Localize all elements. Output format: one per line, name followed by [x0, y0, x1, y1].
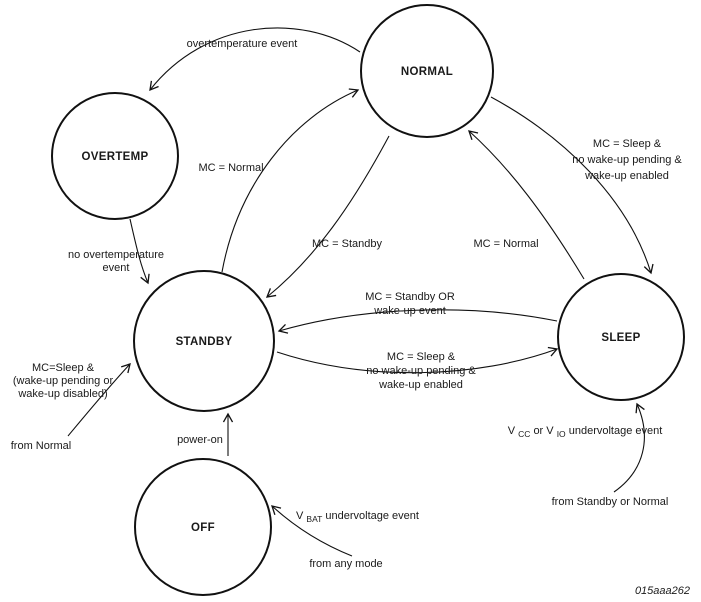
vio-subscript: IO	[557, 429, 566, 439]
vio-suffix: undervoltage event	[569, 425, 663, 437]
edge-normal-to-standby	[265, 135, 390, 298]
edge-label-mc-normal-left: MC = Normal	[198, 162, 263, 174]
figure-caption: 015aaa262	[635, 585, 690, 597]
edge-label-vbat-undervoltage: V BAT undervoltage event	[296, 510, 419, 525]
edge-undervoltage-to-sleep	[613, 402, 645, 493]
vcc-subscript: CC	[518, 429, 530, 439]
edge-label-no-overtemperature-line2: event	[103, 262, 130, 274]
edge-label-mc-normal-right: MC = Normal	[473, 238, 538, 250]
edge-standby-to-sleep	[276, 346, 559, 374]
vcc-prefix: V	[508, 425, 516, 437]
edge-any-mode-to-off	[271, 505, 353, 557]
state-off-circle	[134, 458, 272, 596]
edge-label-mc-sleep-pending-line1: MC=Sleep &	[32, 362, 95, 374]
edge-label-mc-sleep-pending-line2: (wake-up pending or	[13, 375, 114, 387]
edge-normal-to-sleep	[490, 96, 654, 275]
edge-label-vcc-vio-undervoltage: V CC or V IO undervoltage event	[508, 425, 663, 440]
edge-label-normal-sleep-line1: MC = Sleep &	[593, 138, 662, 150]
edge-label-standby-sleep-line2: no wake-up pending &	[366, 365, 476, 377]
state-normal-label: NORMAL	[401, 66, 453, 78]
state-standby-circle	[133, 270, 275, 412]
vbat-suffix: undervoltage event	[325, 510, 419, 522]
edge-label-standby-sleep-line1: MC = Sleep &	[387, 351, 456, 363]
state-off-label: OFF	[191, 522, 215, 534]
edge-standby-to-normal	[221, 88, 360, 273]
state-overtemp-label: OVERTEMP	[82, 151, 149, 163]
edge-normal-to-overtemp	[149, 27, 361, 92]
state-standby-label: STANDBY	[176, 336, 233, 348]
edge-label-mc-sleep-pending-line3: wake-up disabled)	[17, 388, 107, 400]
edge-label-standby-sleep-line3: wake-up enabled	[378, 379, 463, 391]
vio-prefix: or V	[533, 425, 554, 437]
edge-from-normal-to-standby	[67, 363, 131, 437]
edge-label-normal-sleep-line2: no wake-up pending &	[572, 154, 682, 166]
edge-label-power-on: power-on	[177, 434, 223, 446]
state-overtemp-circle	[51, 92, 179, 220]
edge-label-normal-sleep-line3: wake-up enabled	[584, 170, 669, 182]
edge-sleep-to-normal	[468, 130, 585, 280]
edge-label-sleep-standby-line2: wake-up event	[373, 305, 446, 317]
edge-sleep-to-standby	[277, 309, 558, 334]
edge-label-no-overtemperature-line1: no overtemperature	[68, 249, 164, 261]
state-normal-circle	[360, 4, 494, 138]
edge-label-mc-standby: MC = Standby	[312, 238, 383, 250]
vbat-prefix: V	[296, 510, 304, 522]
edge-label-from-any-mode: from any mode	[309, 558, 382, 570]
edge-label-from-standby-or-normal: from Standby or Normal	[552, 496, 669, 508]
edge-label-overtemperature-event: overtemperature event	[187, 38, 298, 50]
edge-label-from-normal: from Normal	[11, 440, 72, 452]
edge-label-sleep-standby-line1: MC = Standby OR	[365, 291, 455, 303]
edge-overtemp-to-standby	[129, 218, 150, 285]
vbat-subscript: BAT	[306, 514, 322, 524]
state-sleep-label: SLEEP	[601, 332, 640, 344]
state-sleep-circle	[557, 273, 685, 401]
